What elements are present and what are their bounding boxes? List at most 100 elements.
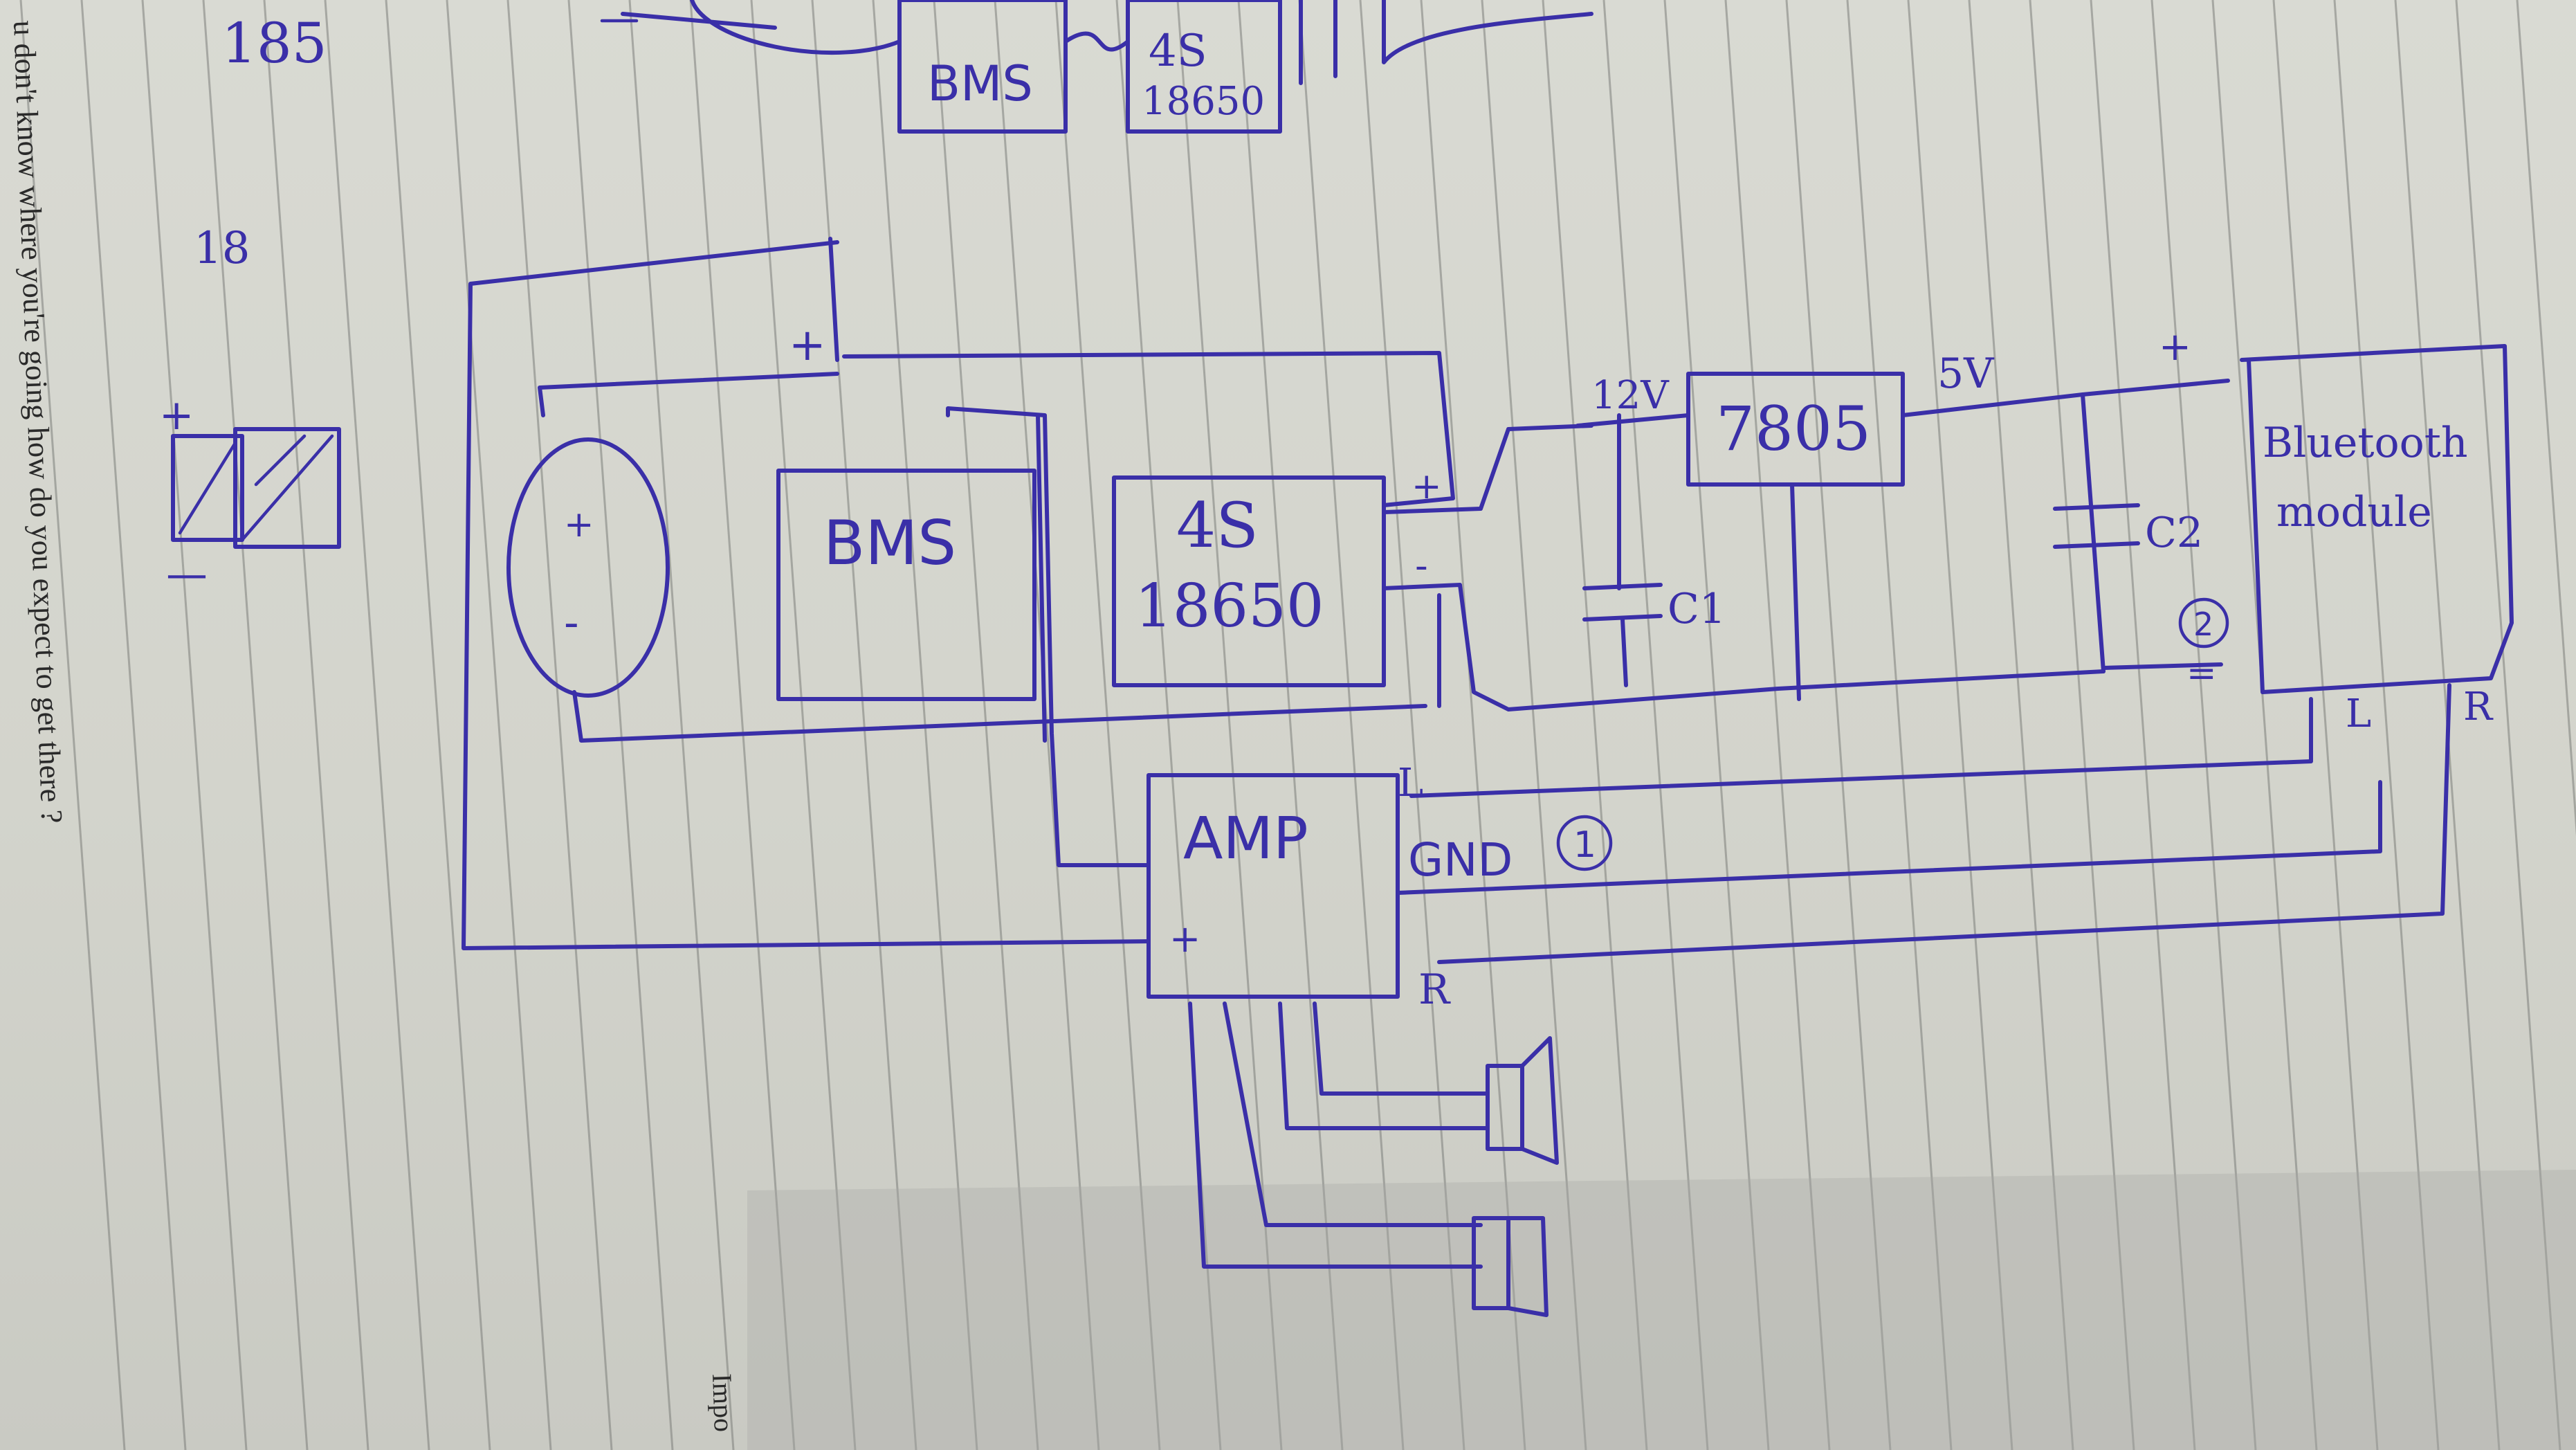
marker-1-text: 1 [1573, 824, 1596, 866]
amp-block: AMP + L R GND 1 [1147, 761, 1613, 1014]
ruled-line [1602, 0, 1709, 1450]
bluetooth-box [2240, 344, 2514, 694]
amp-l-label: L [1398, 761, 1423, 806]
wires [462, 237, 2451, 1269]
regulator-label: 7805 [1716, 393, 1871, 464]
ruled-line [80, 0, 187, 1450]
ruled-line [994, 0, 1100, 1450]
ruled-line [567, 0, 674, 1450]
ruled-line [263, 0, 369, 1450]
bluetooth-l-label: L [2346, 691, 2371, 736]
speaker-upper-body [1486, 1064, 1524, 1151]
footer-fragment: Impo [706, 1373, 740, 1433]
gnd-label: GND [1408, 833, 1513, 887]
speaker-lower-cone [1506, 1216, 1549, 1317]
ruled-line [628, 0, 735, 1450]
margin-sentence: u don't know where you're going how do y… [7, 20, 68, 824]
ruled-line [2455, 0, 2561, 1450]
bms-box [776, 469, 1036, 701]
ruled-line [1907, 0, 2013, 1450]
battery-box [1112, 475, 1386, 687]
bluetooth-label-2: module [2276, 488, 2432, 536]
amp-r-label: R [1418, 966, 1451, 1014]
battery-block: 4S 18650 + - [1112, 466, 1442, 687]
amp-plus-label: + [1169, 917, 1200, 961]
bluetooth-r-label: R [2463, 685, 2494, 729]
top-battery-label-2: 18650 [1142, 79, 1265, 124]
battery-minus-label: - [1415, 545, 1428, 587]
ruled-line [1846, 0, 1953, 1450]
ruled-line [141, 0, 248, 1450]
ruled-line [446, 0, 552, 1450]
marker-2-text: 2 [2193, 606, 2213, 643]
ruled-line [2150, 0, 2257, 1450]
label-12v: 12V [1591, 373, 1670, 418]
ruled-line [1724, 0, 1831, 1450]
speaker-lower-body [1472, 1216, 1510, 1310]
bluetooth-minus-label: = [2186, 653, 2217, 694]
ruled-line [1237, 0, 1344, 1450]
amp-box [1147, 773, 1400, 999]
ruled-line [1542, 0, 1648, 1450]
label-c2: C2 [2145, 509, 2203, 557]
ruled-line [2090, 0, 2196, 1450]
top-bms-box [897, 0, 1068, 134]
bms-plus-label: + [789, 320, 826, 371]
ruled-line [1054, 0, 1161, 1450]
regulator-block: 7805 [1686, 372, 1905, 487]
ruled-line [2029, 0, 2135, 1450]
ruled-line [506, 0, 613, 1450]
ruled-line [689, 0, 796, 1450]
bluetooth-block: Bluetooth module + = 2 L R [2159, 325, 2514, 736]
ruled-line [2211, 0, 2318, 1450]
speaker-upper-cone [1520, 1036, 1559, 1165]
top-battery-box [1126, 0, 1282, 134]
top-sketch: BMS 4S 18650 185 [221, 0, 1593, 134]
speaker-lower [1472, 1216, 1549, 1317]
top-bms-label: BMS [927, 55, 1033, 112]
ruled-line [2272, 0, 2379, 1450]
ruled-line [750, 0, 857, 1450]
ruled-line [202, 0, 309, 1450]
ruled-line [1359, 0, 1465, 1450]
margin-cell-1 [171, 434, 244, 542]
ruled-line [1663, 0, 1770, 1450]
shadow-region [747, 1170, 2576, 1450]
margin-notes: 18 + — [159, 223, 341, 599]
label-5v: 5V [1937, 350, 1995, 398]
battery-plus-label: + [1412, 466, 1442, 507]
margin-number: 18 [194, 223, 250, 274]
margin-plus: + [159, 391, 194, 439]
amp-label: AMP [1183, 804, 1308, 872]
ruled-line [2333, 0, 2440, 1450]
ruled-line [324, 0, 430, 1450]
ruled-line [385, 0, 491, 1450]
dc-source-circle [506, 437, 670, 698]
ruled-line [2516, 0, 2576, 837]
ruled-line [1298, 0, 1405, 1450]
marker-circle-1 [1556, 815, 1613, 871]
marker-circle-2 [2178, 597, 2229, 649]
dc-source-plus: + [564, 504, 594, 545]
bluetooth-plus-label: + [2159, 325, 2191, 370]
speaker-upper [1486, 1036, 1559, 1165]
bluetooth-label-1: Bluetooth [2263, 419, 2468, 467]
margin-minus: — [166, 550, 208, 599]
regulator-box [1686, 372, 1905, 487]
label-c1: C1 [1668, 585, 1726, 633]
bms-label: BMS [823, 507, 956, 579]
battery-label-2: 18650 [1135, 572, 1324, 641]
ruled-line [1420, 0, 1526, 1450]
bms-block: BMS + [776, 320, 1036, 701]
ruled-line [1115, 0, 1222, 1450]
dc-source: + - [506, 437, 670, 698]
battery-label-1: 4S [1176, 489, 1259, 562]
margin-cell-2 [233, 427, 341, 549]
ruled-line [1481, 0, 1587, 1450]
top-corner-number: 185 [221, 11, 327, 75]
ruled-line [19, 0, 126, 1450]
ruled-line [1968, 0, 2074, 1450]
ruled-line [1785, 0, 1892, 1450]
